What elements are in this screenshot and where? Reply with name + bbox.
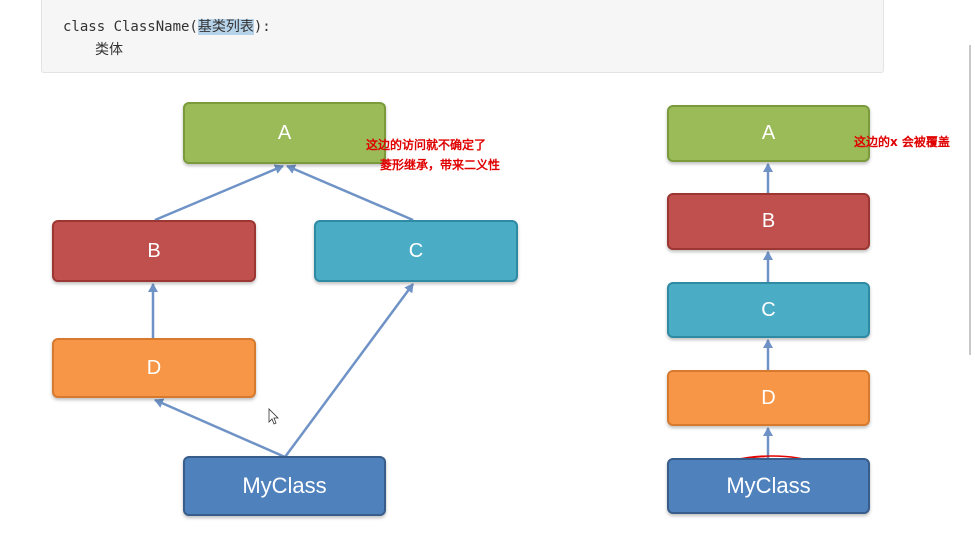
left-node-a: A: [183, 102, 386, 164]
mouse-cursor-icon: [268, 408, 279, 425]
right-node-myclass-label: MyClass: [726, 473, 811, 498]
left-node-myclass-label: MyClass: [242, 473, 327, 498]
code-line-class-def: class ClassName(基类列表):: [63, 16, 271, 36]
right-annotation: 这边的x 会被覆盖: [854, 135, 950, 149]
right-node-c-label: C: [761, 298, 776, 321]
code-block: class ClassName(基类列表): 类体: [41, 0, 884, 73]
arrow-myclass-to-d: [154, 398, 286, 459]
left-node-a-label: A: [277, 121, 292, 144]
left-node-c: C: [314, 220, 518, 282]
right-node-b-label: B: [761, 210, 776, 232]
right-node-d: D: [667, 370, 870, 426]
right-node-b: B: [667, 193, 870, 250]
right-node-c: C: [667, 282, 870, 338]
right-node-d-label: D: [761, 386, 776, 409]
left-annotation-line2: 菱形继承，带来二义性: [380, 158, 501, 172]
code-class-prefix: class ClassName(: [63, 19, 198, 35]
code-line-body: 类体: [95, 42, 123, 58]
left-node-d-label: D: [146, 356, 162, 379]
left-node-myclass: MyClass: [183, 456, 386, 516]
left-node-d: D: [52, 338, 256, 398]
right-node-myclass: MyClass: [667, 458, 870, 514]
left-node-b-label: B: [147, 239, 161, 262]
window-edge: [969, 45, 975, 355]
left-annotation-line1: 这边的访问就不确定了: [366, 138, 487, 152]
arrow-myclass-to-c: [283, 283, 415, 458]
right-node-a-label: A: [761, 122, 776, 144]
left-node-c-label: C: [408, 239, 424, 262]
code-highlight-base-list: 基类列表: [197, 19, 254, 35]
right-node-a: A: [667, 105, 870, 162]
arrow-b-to-a: [154, 164, 284, 222]
arrow-c-to-a: [286, 164, 414, 222]
left-node-b: B: [52, 220, 256, 282]
code-class-suffix: ):: [253, 19, 271, 35]
